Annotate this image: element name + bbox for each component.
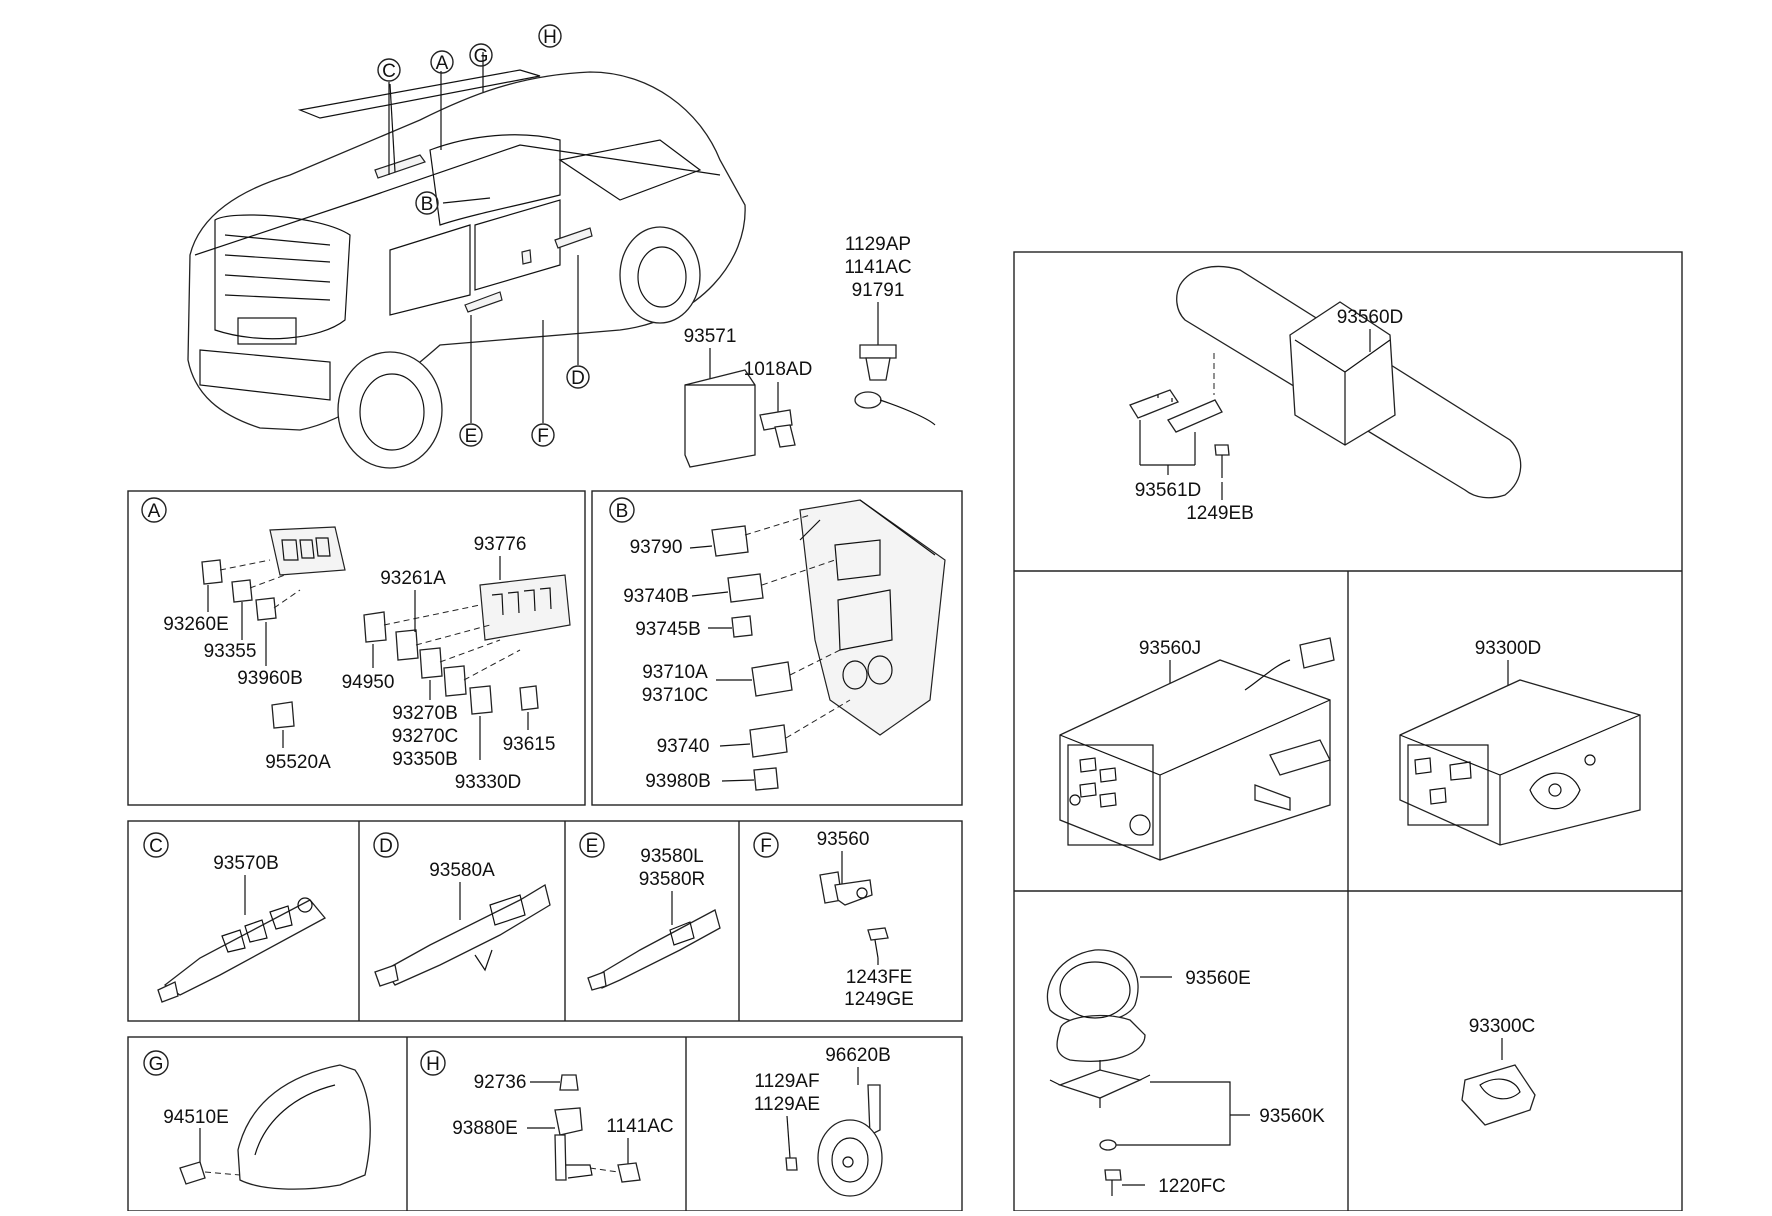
label-94950: 94950 xyxy=(342,672,395,693)
label-96620b: 96620B xyxy=(825,1045,891,1066)
callout-a: A xyxy=(436,53,449,74)
section-a-letter: A xyxy=(148,501,161,522)
callout-b: B xyxy=(421,194,434,215)
label-1129af: 1129AF xyxy=(754,1071,819,1092)
label-92736: 92736 xyxy=(474,1072,527,1093)
label-93561d: 93561D xyxy=(1135,480,1202,501)
label-1249eb: 1249EB xyxy=(1186,503,1254,524)
callout-circle-b xyxy=(415,191,439,215)
section-f-letter: F xyxy=(760,836,772,857)
section-b-letter: B xyxy=(616,501,629,522)
label-93571: 93571 xyxy=(684,326,737,347)
label-1141ac-top: 1141AC xyxy=(844,257,911,278)
label-93580r: 93580R xyxy=(639,869,706,890)
section-c-letter: C xyxy=(149,836,163,857)
label-93260e: 93260E xyxy=(163,614,229,635)
section-a-frame xyxy=(127,490,586,806)
label-93960b: 93960B xyxy=(237,668,303,689)
label-93580a: 93580A xyxy=(429,860,495,881)
label-93570b: 93570B xyxy=(213,853,279,874)
right-panel: 93560D 93561D 1249EB 93560J 93300D xyxy=(1013,251,1683,1212)
label-93776: 93776 xyxy=(474,534,527,555)
label-93270b: 93270B xyxy=(392,703,458,724)
callout-e: E xyxy=(465,426,478,447)
callout-circle-e xyxy=(459,423,483,447)
label-94510e: 94510E xyxy=(163,1107,229,1128)
label-93710a: 93710A xyxy=(642,662,708,683)
label-93740: 93740 xyxy=(657,736,710,757)
label-1220fc: 1220FC xyxy=(1158,1176,1226,1197)
callout-circle-g xyxy=(469,43,493,67)
callout-circle-h xyxy=(538,24,562,48)
row-cdef-frame xyxy=(127,820,963,1022)
callout-h: H xyxy=(543,27,557,48)
label-93261a: 93261A xyxy=(380,568,446,589)
section-g-letter: G xyxy=(149,1054,164,1075)
label-95520a: 95520A xyxy=(265,752,331,773)
label-1129ae: 1129AE xyxy=(754,1094,820,1115)
callout-circle-a xyxy=(430,50,454,74)
label-93350b: 93350B xyxy=(392,749,458,770)
loose-parts-top: 1129AP 1141AC 91791 93571 1018AD xyxy=(684,234,936,468)
label-93300c: 93300C xyxy=(1469,1016,1536,1037)
label-93330d: 93330D xyxy=(455,772,522,793)
section-e-letter: E xyxy=(586,836,599,857)
label-93790: 93790 xyxy=(630,537,683,558)
label-1129ap: 1129AP xyxy=(845,234,911,255)
label-93710c: 93710C xyxy=(642,685,709,706)
label-93560: 93560 xyxy=(817,829,870,850)
label-1249ge: 1249GE xyxy=(844,989,914,1010)
label-91791: 91791 xyxy=(852,280,905,301)
section-b-frame xyxy=(591,490,963,806)
label-93560e: 93560E xyxy=(1185,968,1251,989)
label-93980b: 93980B xyxy=(645,771,711,792)
label-93355: 93355 xyxy=(204,641,257,662)
callout-circle-c xyxy=(377,58,401,82)
label-93560k: 93560K xyxy=(1259,1106,1325,1127)
label-1141ac: 1141AC xyxy=(606,1116,673,1137)
overview-callouts: C A G H B D E F xyxy=(377,24,590,447)
section-d-letter: D xyxy=(379,836,393,857)
section-a: A 93776 93261A 93260E 93355 93960B 94950 xyxy=(127,490,586,806)
label-93745b: 93745B xyxy=(635,619,701,640)
callout-circle-f xyxy=(531,423,555,447)
callout-g: G xyxy=(474,46,489,67)
label-93560d: 93560D xyxy=(1337,307,1404,328)
label-93560j: 93560J xyxy=(1139,638,1201,659)
callout-d: D xyxy=(571,368,585,389)
section-b: B 93790 93740B 93745B 93710A 93710C 9374… xyxy=(591,490,963,806)
row-cdef: C 93570B D 93580A E 93580L 93580R F 9356… xyxy=(127,820,963,1022)
label-93880e: 93880E xyxy=(452,1118,518,1139)
callout-c: C xyxy=(382,61,396,82)
callout-f: F xyxy=(537,426,549,447)
label-93580l: 93580L xyxy=(640,846,703,867)
label-93615: 93615 xyxy=(503,734,556,755)
callout-circle-d xyxy=(566,365,590,389)
section-h-letter: H xyxy=(426,1054,440,1075)
label-93740b: 93740B xyxy=(623,586,689,607)
label-93300d: 93300D xyxy=(1475,638,1542,659)
label-1243fe: 1243FE xyxy=(846,967,913,988)
vehicle-overview xyxy=(187,69,746,469)
label-1018ad: 1018AD xyxy=(744,359,813,380)
label-93270c: 93270C xyxy=(392,726,459,747)
row-gh: G 94510E H 92736 93880E 1141AC 96620B 11… xyxy=(127,1036,963,1212)
